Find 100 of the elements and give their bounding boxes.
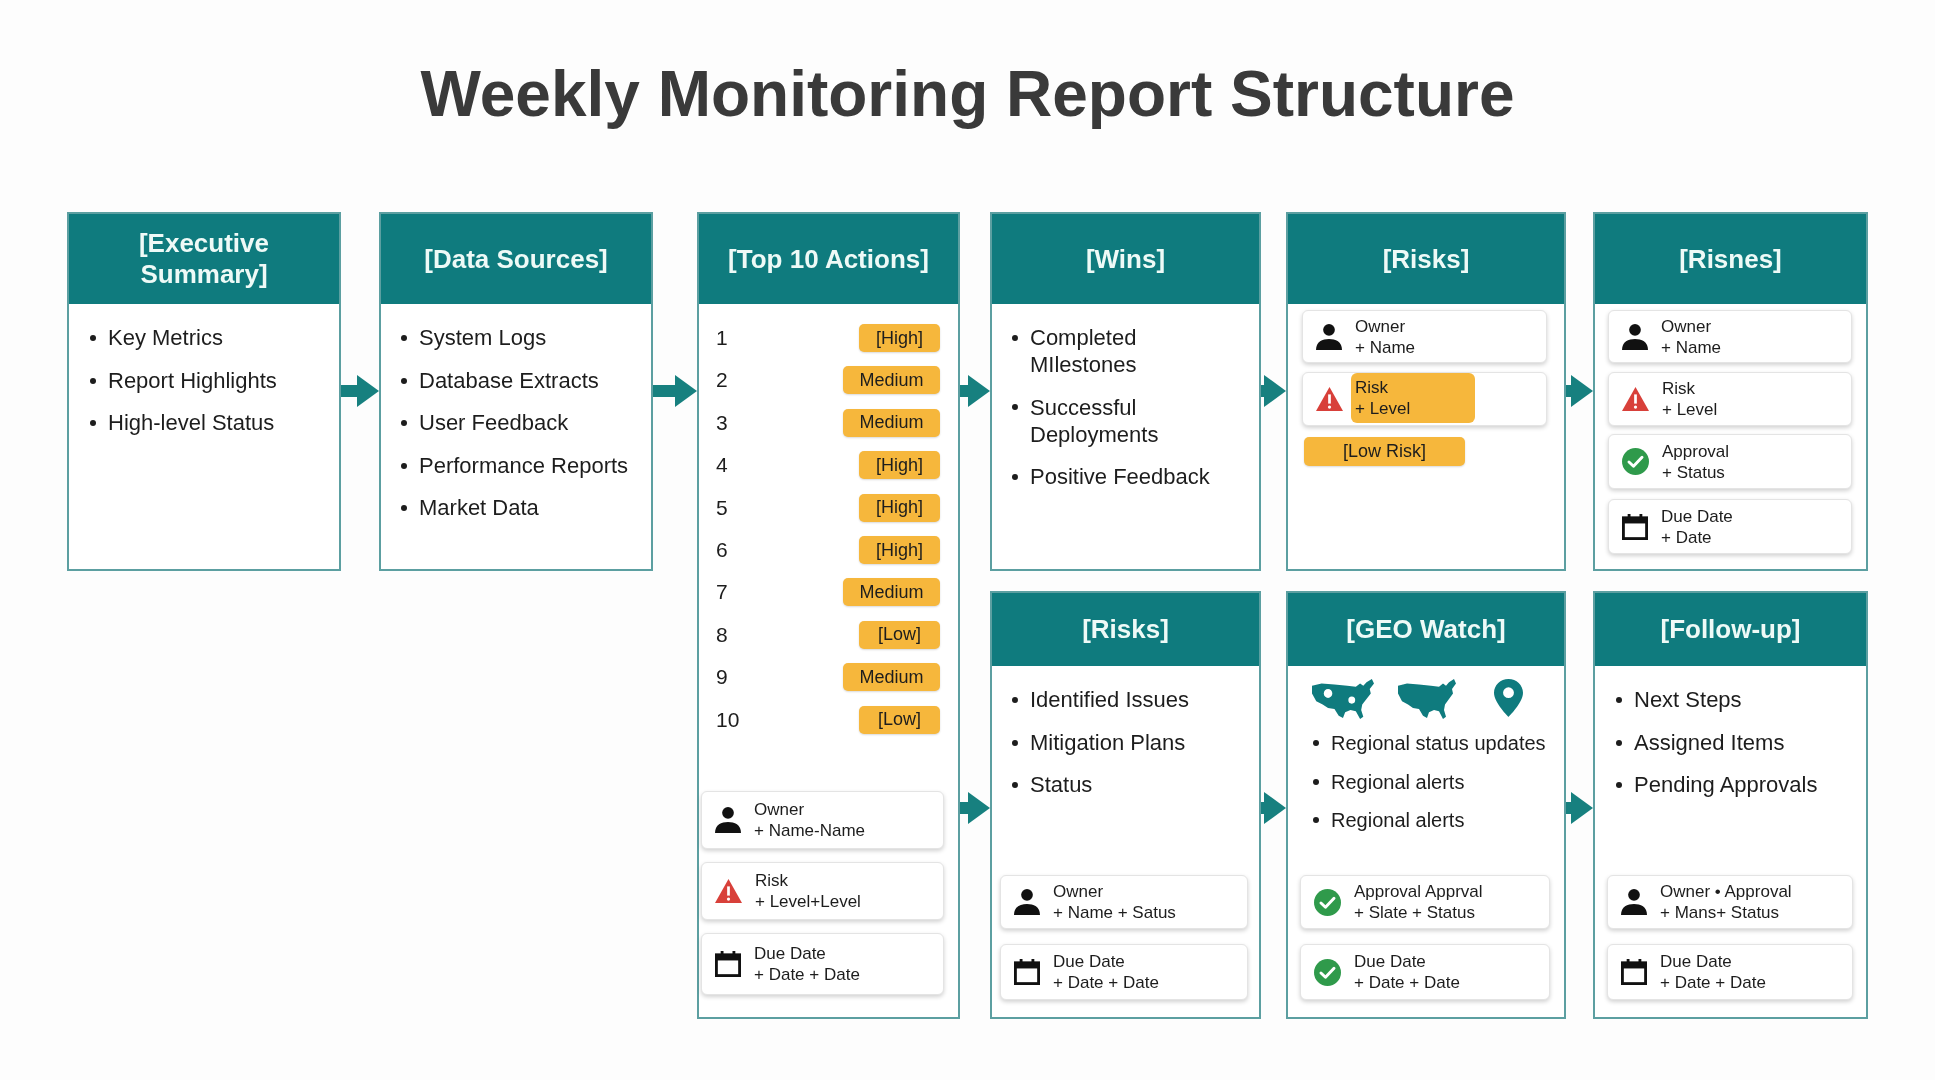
bullet-item: Positive Feedback (1009, 463, 1210, 490)
info-card (1607, 944, 1853, 1000)
panel-heading: [Risks] (992, 593, 1259, 666)
card-title: Due Date (1660, 951, 1732, 972)
bullet-item: Successful Deployments (1009, 393, 1231, 448)
priority-badge: [High] (859, 324, 940, 352)
info-card (1608, 434, 1852, 489)
card-title: Risk (755, 870, 789, 891)
priority-badge: Medium (843, 366, 940, 395)
card-detail: + Date + Date (1354, 972, 1460, 993)
section-panel (1593, 212, 1868, 571)
panel-heading: [Top 10 Actions] (699, 214, 958, 304)
priority-badge: Medium (843, 408, 940, 437)
info-card (701, 791, 944, 849)
row-number: 1 (716, 325, 728, 351)
card-detail: + Mans+ Status (1660, 902, 1780, 923)
panel-heading: [Wins] (992, 214, 1259, 304)
bullet-item: Regional status updates (1310, 730, 1546, 756)
panel-heading: [Follow-up] (1595, 593, 1866, 666)
card-detail: + Status (1662, 461, 1725, 483)
priority-badge: Medium (843, 578, 940, 607)
bullet-item: High-level Status (87, 409, 275, 437)
panel-heading: [Risnes] (1595, 214, 1866, 304)
bullet-item: Regional alerts (1310, 807, 1465, 833)
row-number: 4 (716, 452, 728, 479)
bullet-item: Database Extracts (398, 366, 599, 395)
card-title: Due Date (1053, 951, 1125, 972)
bullet-item: Identified Issues (1009, 686, 1189, 714)
flow-arrow (1261, 375, 1286, 407)
bullet-item: Pending Approvals (1613, 771, 1818, 799)
flow-arrow (960, 375, 990, 407)
info-card (1302, 310, 1547, 363)
section-panel (379, 212, 653, 571)
section-panel (1593, 591, 1868, 1019)
info-card (1608, 372, 1852, 426)
card-detail: + Name (1661, 336, 1721, 358)
priority-badge: [High] (859, 493, 940, 522)
section-panel (990, 591, 1261, 1019)
card-title: Risk (1662, 378, 1696, 399)
card-detail: + Date (1661, 526, 1712, 548)
row-number: 5 (716, 494, 728, 521)
bullet-item: Next Steps (1613, 686, 1742, 714)
card-detail: + Date + Date (1053, 972, 1159, 993)
card-detail: + Slate + Status (1354, 902, 1475, 923)
flow-arrow (341, 375, 379, 407)
bullet-item: Performance Reports (398, 451, 629, 480)
risk-level-highlight (1351, 373, 1475, 423)
panel-heading: [Executive Summary] (69, 214, 339, 304)
card-title: Owner • Approval (1660, 881, 1792, 902)
row-number: 6 (716, 537, 728, 563)
card-detail: + Name-Name (754, 820, 865, 841)
bullet-item: Mitigation Plans (1009, 728, 1186, 757)
bullet-item: Regional alerts (1310, 768, 1465, 795)
priority-badge: [Low] (859, 705, 940, 734)
priority-badge: Medium (843, 663, 940, 692)
info-card (1000, 875, 1248, 929)
card-detail: + Name (1355, 336, 1415, 358)
info-card (701, 933, 944, 995)
card-title: Due Date (1354, 951, 1426, 972)
bullet-item: User Feedback (398, 409, 569, 437)
section-panel (67, 212, 341, 571)
info-card (1300, 875, 1550, 929)
bullet-item: Market Data (398, 494, 539, 522)
row-number: 3 (716, 409, 728, 436)
priority-badge: [Low Risk] (1304, 437, 1465, 466)
card-detail: + Date + Date (754, 964, 860, 985)
flow-arrow (653, 375, 697, 407)
info-card (1302, 372, 1547, 426)
bullet-item: Status (1009, 771, 1093, 799)
info-card (1608, 499, 1852, 554)
card-detail: + Level (1355, 398, 1411, 419)
flow-arrow (1566, 792, 1593, 824)
section-panel (697, 212, 960, 1019)
diagram-title: Weekly Monitoring Report Structure (420, 57, 1515, 132)
bullet-item: Key Metrics (87, 324, 223, 352)
card-title: Due Date (1661, 505, 1733, 527)
card-title: Approval Apprval (1354, 881, 1483, 902)
bullet-item: Assigned Items (1613, 728, 1785, 757)
row-number: 8 (716, 621, 728, 648)
bullet-item: Completed MIlestones (1009, 324, 1231, 378)
card-detail: + Level+Level (755, 891, 861, 912)
info-card (1300, 944, 1550, 1000)
panel-heading: [Risks] (1288, 214, 1564, 304)
info-card (1607, 875, 1853, 929)
card-detail: + Name + Satus (1053, 902, 1176, 923)
flow-arrow (1261, 792, 1286, 824)
card-title: Owner (754, 799, 805, 820)
bullet-item: Report Highlights (87, 366, 277, 395)
card-title: Owner (1355, 315, 1406, 337)
priority-badge: [High] (859, 536, 940, 564)
bullet-item: System Logs (398, 324, 547, 352)
info-card (1000, 944, 1248, 1000)
flow-arrow (960, 792, 990, 824)
panel-heading: [GEO Watch] (1288, 593, 1564, 666)
info-card (701, 862, 944, 920)
row-number: 2 (716, 367, 728, 394)
card-title: Owner (1053, 881, 1104, 902)
row-number: 7 (716, 579, 728, 606)
row-number: 10 (716, 706, 740, 733)
section-panel (1286, 591, 1566, 1019)
